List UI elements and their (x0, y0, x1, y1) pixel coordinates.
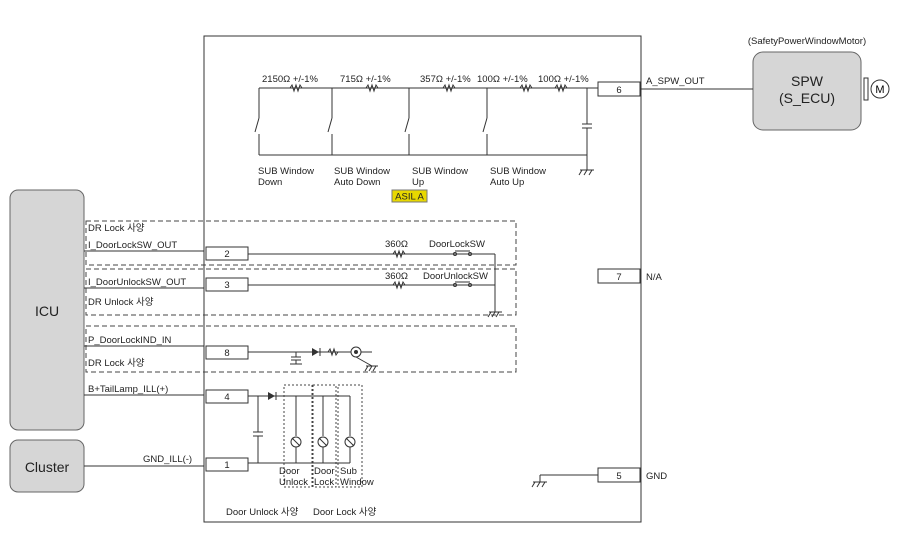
resistor-label: 715Ω +/-1% (340, 74, 391, 85)
resistor-icon (289, 83, 303, 93)
switch-icon (404, 117, 410, 155)
ground-icon (578, 169, 594, 176)
resistor-icon (554, 83, 568, 93)
pin-number: 4 (224, 392, 229, 403)
resistor-icon (392, 249, 406, 259)
resistor-label: 100Ω +/-1% (477, 74, 528, 85)
resistor-label: 2150Ω +/-1% (262, 74, 319, 85)
switch-label: SUB Window (334, 166, 390, 177)
tail-lamp-label: B+TailLamp_ILL(+) (88, 384, 168, 395)
pin-number: 5 (616, 471, 621, 482)
lamp-label: Unlock (279, 477, 308, 488)
spw-label-1: SPW (791, 73, 824, 89)
doorlocksw-out-label: I_DoorLockSW_OUT (88, 240, 177, 251)
signal-gnd: GND (646, 471, 667, 482)
controller-box (203, 35, 642, 523)
diode-icon (312, 348, 321, 356)
pin-number: 1 (224, 460, 229, 471)
resistor-icon (519, 83, 533, 93)
svg-text:M: M (875, 84, 884, 96)
switch-label: Auto Up (490, 177, 524, 188)
doorlockind-in-label: P_DoorLockIND_IN (88, 335, 172, 346)
switch-icon (453, 281, 472, 287)
door-lock-ind-dashed-box (85, 325, 517, 373)
switch-icon (327, 117, 333, 155)
lamp-label: Window (340, 477, 374, 488)
resistor-label: 100Ω +/-1% (538, 74, 589, 85)
dr-lock-use-label: DR Lock 사양 (88, 223, 145, 234)
dr-unlock-use-label: DR Unlock 사양 (88, 297, 154, 308)
switch-label: DoorLockSW (429, 239, 485, 250)
lamp-icon (317, 436, 329, 448)
spw-title: (SafetyPowerWindowMotor) (748, 36, 866, 47)
sub-window-lamp-box (337, 384, 363, 488)
resistor-icon (392, 280, 406, 290)
resistor-icon (327, 347, 339, 357)
dr-lock-dashed-box (85, 220, 517, 266)
signal-na: N/A (646, 272, 663, 283)
pin-number: 7 (616, 272, 621, 283)
switch-icon (482, 117, 488, 155)
spw-module (752, 51, 862, 131)
signal-a-spw-out: A_SPW_OUT (646, 76, 705, 87)
pin-number: 8 (224, 348, 229, 359)
doorunlocksw-out-label: I_DoorUnlockSW_OUT (88, 277, 186, 288)
door-unlock-use-label: Door Unlock 사양 (226, 507, 299, 518)
door-lock-use-label: Door Lock 사양 (313, 507, 377, 518)
pin-number: 3 (224, 280, 229, 291)
switch-label: Down (258, 177, 282, 188)
lamp-icon (344, 436, 356, 448)
lamp-label: Door (314, 466, 335, 477)
capacitor-icon (290, 352, 302, 365)
door-lock-lamp-box (312, 384, 337, 488)
cluster-label: Cluster (25, 459, 70, 475)
icu-label: ICU (35, 303, 59, 319)
lamp-label: Door (279, 466, 300, 477)
led-indicator-icon (350, 346, 373, 367)
resistor-icon (365, 83, 379, 93)
diode-icon (268, 392, 277, 400)
gnd-ill-label: GND_ILL(-) (143, 454, 192, 465)
resistor-label: 360Ω (385, 239, 408, 250)
dr-lock-use-label-2: DR Lock 사양 (88, 358, 145, 369)
asil-badge (391, 189, 428, 203)
pin-number: 2 (224, 249, 229, 260)
resistor-label: 360Ω (385, 271, 408, 282)
pin-7 (597, 268, 641, 284)
lamp-label: Sub (340, 466, 357, 477)
resistor-icon (442, 83, 456, 93)
pin-1 (205, 457, 249, 472)
capacitor-icon (582, 88, 592, 170)
spw-label-2: (S_ECU) (779, 90, 835, 106)
icu-module (9, 189, 85, 431)
switch-icon (254, 117, 260, 155)
ground-icon (364, 365, 378, 372)
ground-icon (487, 311, 502, 318)
switch-label: SUB Window (490, 166, 546, 177)
resistor-ladder: 2150Ω +/-1% 715Ω +/-1% 357Ω +/-1% 100Ω +… (254, 74, 598, 176)
resistor-label: 357Ω +/-1% (420, 74, 471, 85)
capacitor-icon (253, 396, 263, 463)
door-unlock-lamp-box (283, 384, 313, 488)
dr-unlock-dashed-box (85, 268, 517, 316)
switch-label: SUB Window (412, 166, 468, 177)
lamp-icon (290, 436, 302, 448)
pin-number: 6 (616, 85, 621, 96)
switch-label: Up (412, 177, 424, 188)
lamp-label: Lock (314, 477, 334, 488)
switch-label: DoorUnlockSW (423, 271, 488, 282)
ground-icon (531, 481, 547, 488)
switch-label: SUB Window (258, 166, 314, 177)
asil-label: ASIL A (395, 192, 424, 203)
switch-icon (453, 250, 472, 256)
switch-label: Auto Down (334, 177, 380, 188)
motor-icon: M (863, 77, 890, 101)
